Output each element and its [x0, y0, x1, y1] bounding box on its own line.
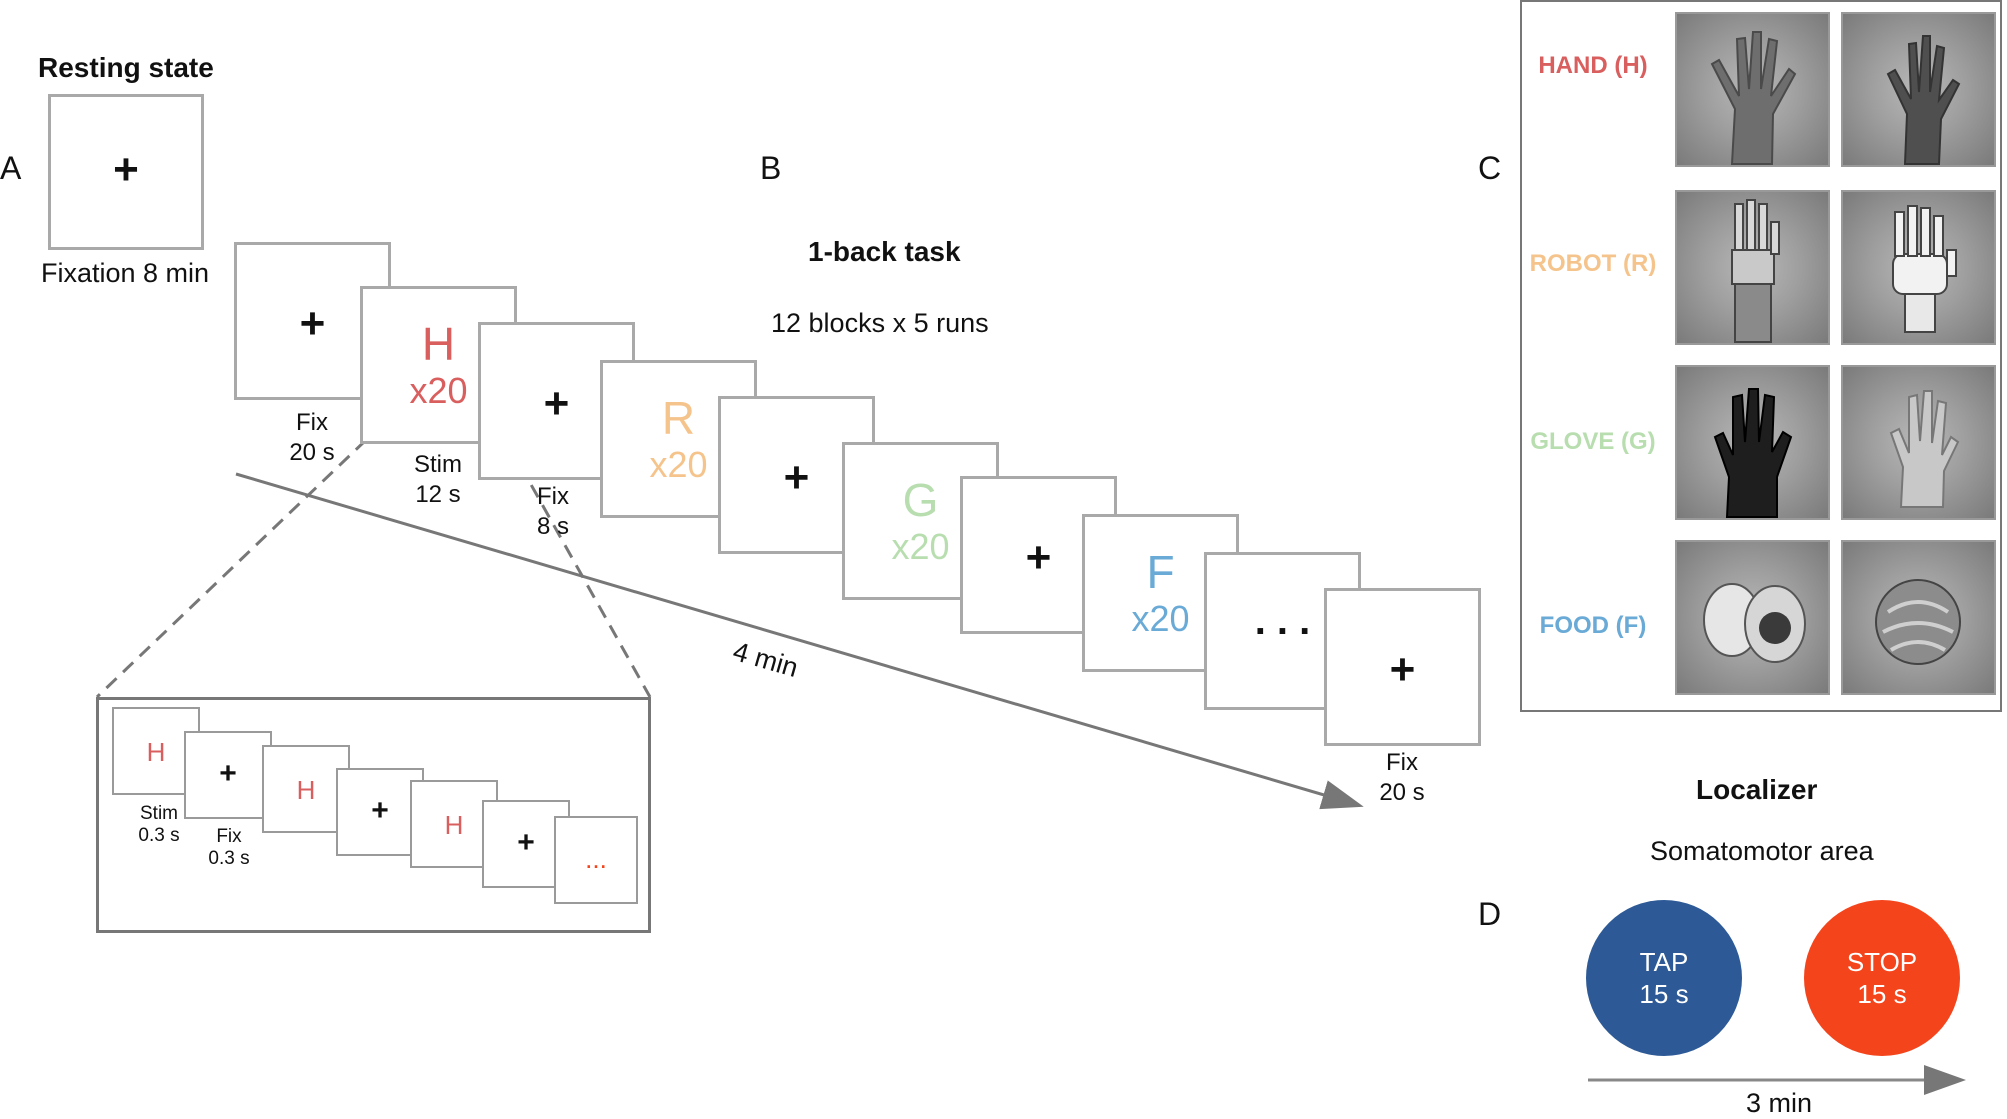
tap-duration: 15 s: [1639, 979, 1689, 1009]
stimulus-count: x20: [1131, 598, 1190, 639]
hand-icon: [1886, 35, 1961, 165]
fixation-cross: +: [543, 379, 570, 428]
caption-line: Fix: [296, 409, 328, 436]
avocado-icon: [1703, 583, 1806, 663]
robot-hand-icon: [1731, 199, 1780, 343]
one-back-task-title: 1-back task: [808, 236, 961, 267]
stop-circle: STOP 15 s: [1804, 900, 1960, 1056]
inset-fixation-cross: +: [371, 794, 389, 827]
glove-image-2: [1841, 365, 1996, 520]
hand-icon: [1710, 31, 1797, 165]
stimulus-count: x20: [891, 526, 950, 567]
panel-letter-a: A: [0, 150, 22, 186]
localizer-title: Localizer: [1696, 774, 1818, 805]
stimulus-letter: R: [661, 392, 696, 444]
caption-fix-20s: Fix 20 s: [262, 408, 362, 468]
caption-stim-12s: Stim 12 s: [388, 450, 488, 510]
food-image-2: [1841, 540, 1996, 695]
fixation-cross: +: [1025, 533, 1052, 582]
caption-line: 12 s: [415, 481, 461, 508]
panel-letter-b: B: [760, 150, 782, 186]
caption-line: Fix: [216, 826, 242, 847]
inset-frame-fix: +: [482, 800, 570, 888]
inset-letter: H: [296, 775, 316, 805]
inset-caption-fix: Fix 0.3 s: [192, 826, 266, 870]
inset-letter: H: [146, 737, 166, 767]
caption-line: Stim: [414, 451, 462, 478]
food-image-1: [1675, 540, 1830, 695]
robot-hand-icon: [1892, 205, 1957, 333]
panel-letter-d: D: [1478, 896, 1502, 932]
fixation-cross: +: [299, 299, 326, 348]
resting-fixation-caption: Fixation 8 min: [40, 258, 210, 288]
hand-image-1: [1675, 12, 1830, 167]
robot-image-1: [1675, 190, 1830, 345]
fixation-cross: +: [783, 453, 810, 502]
panel-letter-c: C: [1478, 150, 1502, 186]
inset-frame-ellipsis: ...: [554, 816, 638, 904]
hand-stimulus: H x20: [363, 321, 514, 409]
blocks-runs-label: 12 blocks x 5 runs: [771, 308, 989, 338]
timeline-arrow: [235, 472, 1364, 810]
inset-fixation-cross: +: [517, 826, 535, 859]
category-label-robot: ROBOT (R): [1529, 250, 1657, 277]
caption-line: 8 s: [536, 513, 569, 540]
robot-image-2: [1841, 190, 1996, 345]
stimulus-letter: F: [1146, 546, 1175, 598]
fixation-cross: +: [1389, 645, 1416, 694]
somatomotor-area-label: Somatomotor area: [1650, 836, 1874, 866]
inset-ellipsis: ...: [585, 844, 607, 874]
tap-circle: TAP 15 s: [1586, 900, 1742, 1056]
fixation-cross: +: [113, 145, 139, 194]
stimulus-categories-box: [1520, 0, 2002, 712]
glove-icon: [1889, 390, 1960, 508]
stimulus-count: x20: [409, 370, 468, 411]
inset-caption-stim: Stim 0.3 s: [122, 803, 196, 847]
glove-icon: [1713, 388, 1793, 518]
glove-stimulus: G x20: [845, 477, 996, 565]
zoom-line-left: [95, 438, 368, 699]
caption-line: 20 s: [1379, 779, 1425, 806]
inset-letter: H: [444, 810, 464, 840]
ellipsis: . . .: [1254, 599, 1311, 643]
tap-label: TAP: [1639, 947, 1689, 977]
inset-frame-fix: +: [184, 731, 272, 819]
stimulus-letter: G: [902, 474, 939, 526]
stimulus-count: x20: [649, 444, 708, 485]
artichoke-icon: [1875, 579, 1961, 665]
stop-label: STOP: [1846, 947, 1918, 977]
caption-line: 0.3 s: [138, 825, 180, 846]
caption-line: Stim: [140, 803, 178, 824]
hand-image-2: [1841, 12, 1996, 167]
robot-stimulus: R x20: [603, 395, 754, 483]
caption-line: Fix: [537, 483, 569, 510]
inset-frame-fix: +: [336, 768, 424, 856]
caption-line: Fix: [1386, 749, 1418, 776]
block-frame-fix-end: +: [1324, 588, 1481, 746]
resting-state-title: Resting state: [38, 52, 214, 83]
localizer-duration-label: 3 min: [1746, 1088, 1813, 1118]
caption-line: 20 s: [289, 439, 335, 466]
category-label-food: FOOD (F): [1539, 612, 1647, 639]
resting-fixation-frame: +: [48, 94, 204, 250]
food-stimulus: F x20: [1085, 549, 1236, 637]
caption-line: 0.3 s: [208, 848, 250, 869]
category-label-glove: GLOVE (G): [1530, 428, 1656, 455]
stimulus-letter: H: [421, 318, 456, 370]
inset-fixation-cross: +: [219, 757, 237, 790]
glove-image-1: [1675, 365, 1830, 520]
stop-duration: 15 s: [1857, 979, 1907, 1009]
caption-fix-20s-end: Fix 20 s: [1352, 748, 1452, 808]
caption-fix-8s: Fix 8 s: [503, 482, 603, 542]
category-label-hand: HAND (H): [1538, 52, 1648, 79]
